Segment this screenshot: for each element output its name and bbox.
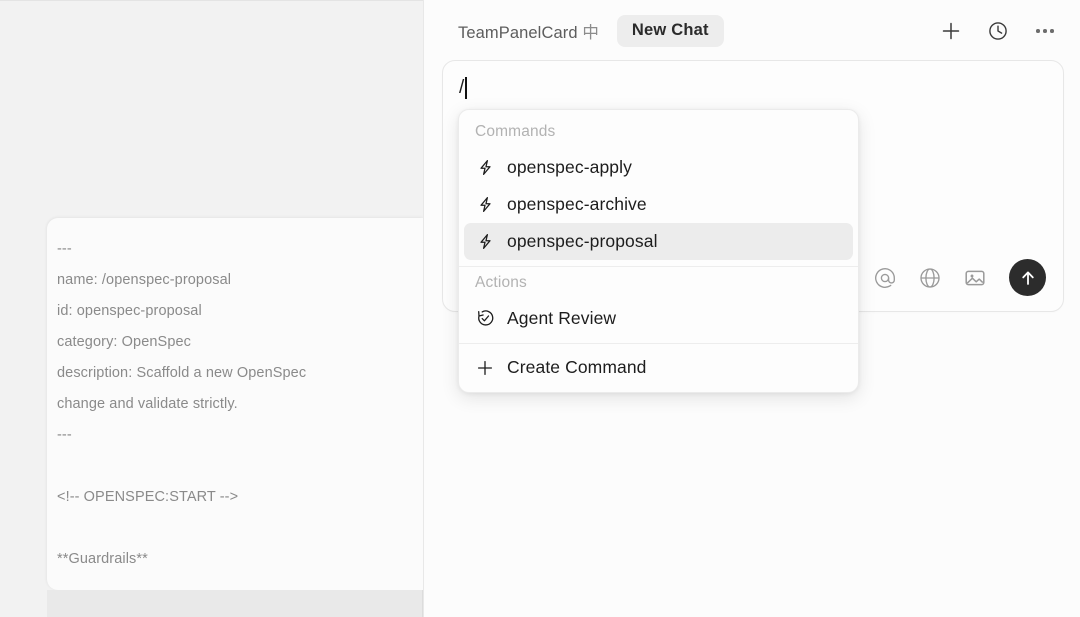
command-label: openspec-proposal (507, 230, 658, 251)
doc-line-blank (57, 451, 423, 482)
page-title-text: TeamPanelCard (458, 24, 578, 42)
pane-top-hairline (0, 0, 423, 1)
group-label-commands: Commands (475, 123, 556, 140)
page-title-suffix: 中 (582, 24, 599, 42)
history-icon[interactable] (985, 18, 1011, 44)
doc-line: **Guardrails** (57, 551, 148, 568)
document-bottom-strip (47, 590, 423, 617)
composer-toolbar (872, 259, 1046, 296)
doc-line: name: /openspec-proposal (57, 272, 232, 289)
ellipsis-icon (1036, 29, 1054, 33)
left-workspace-pane: --- name: /openspec-proposal id: openspe… (0, 0, 423, 617)
header-actions (938, 18, 1058, 44)
attach-image-icon[interactable] (962, 265, 988, 291)
menu-separator (459, 266, 858, 267)
action-label: Agent Review (507, 307, 617, 328)
mention-icon[interactable] (872, 265, 898, 291)
slash-command-menu: Commands openspec-apply openspec-archive (458, 109, 859, 393)
command-item-openspec-proposal[interactable]: openspec-proposal (464, 223, 853, 260)
command-item-openspec-apply[interactable]: openspec-apply (464, 149, 853, 186)
plus-icon (475, 358, 495, 378)
composer-input[interactable]: / (459, 75, 467, 101)
markdown-document-card[interactable]: --- name: /openspec-proposal id: openspe… (47, 218, 423, 590)
doc-line: --- (57, 427, 72, 444)
group-label-actions: Actions (475, 274, 527, 291)
chat-header: TeamPanelCard 中 New Chat (424, 0, 1080, 62)
doc-line: description: Scaffold a new OpenSpec (57, 365, 307, 382)
action-item-agent-review[interactable]: Agent Review (464, 300, 853, 337)
lightning-icon (475, 232, 495, 252)
composer-value: / (459, 77, 465, 98)
new-chat-button[interactable]: New Chat (616, 15, 724, 47)
create-command-label: Create Command (507, 356, 647, 377)
lightning-icon (475, 195, 495, 215)
strip-edge (422, 590, 423, 617)
web-search-icon[interactable] (917, 265, 943, 291)
create-command-item[interactable]: Create Command (464, 349, 853, 386)
chat-panel: TeamPanelCard 中 New Chat (423, 0, 1080, 617)
command-label: openspec-apply (507, 156, 632, 177)
more-options-icon[interactable] (1032, 18, 1058, 44)
menu-separator (459, 343, 858, 344)
new-chat-plus-icon[interactable] (938, 18, 964, 44)
doc-line: <!-- OPENSPEC:START --> (57, 489, 239, 506)
document-text-body: --- name: /openspec-proposal id: openspe… (47, 218, 423, 575)
title-truncation-mask (597, 21, 603, 41)
doc-line-blank (57, 513, 423, 544)
command-label: openspec-archive (507, 193, 647, 214)
text-caret (465, 77, 467, 99)
actions-group: Actions Agent Review (459, 267, 858, 337)
page-title: TeamPanelCard 中 (458, 19, 603, 43)
create-command-section: Create Command (459, 344, 858, 392)
doc-line: --- (57, 241, 72, 258)
check-circle-arrow-icon (475, 309, 495, 329)
command-item-openspec-archive[interactable]: openspec-archive (464, 186, 853, 223)
send-button[interactable] (1009, 259, 1046, 296)
lightning-icon (475, 158, 495, 178)
doc-line: id: openspec-proposal (57, 303, 202, 320)
doc-line: change and validate strictly. (57, 396, 238, 413)
doc-line: category: OpenSpec (57, 334, 191, 351)
commands-group: Commands openspec-apply openspec-archive (459, 117, 858, 260)
